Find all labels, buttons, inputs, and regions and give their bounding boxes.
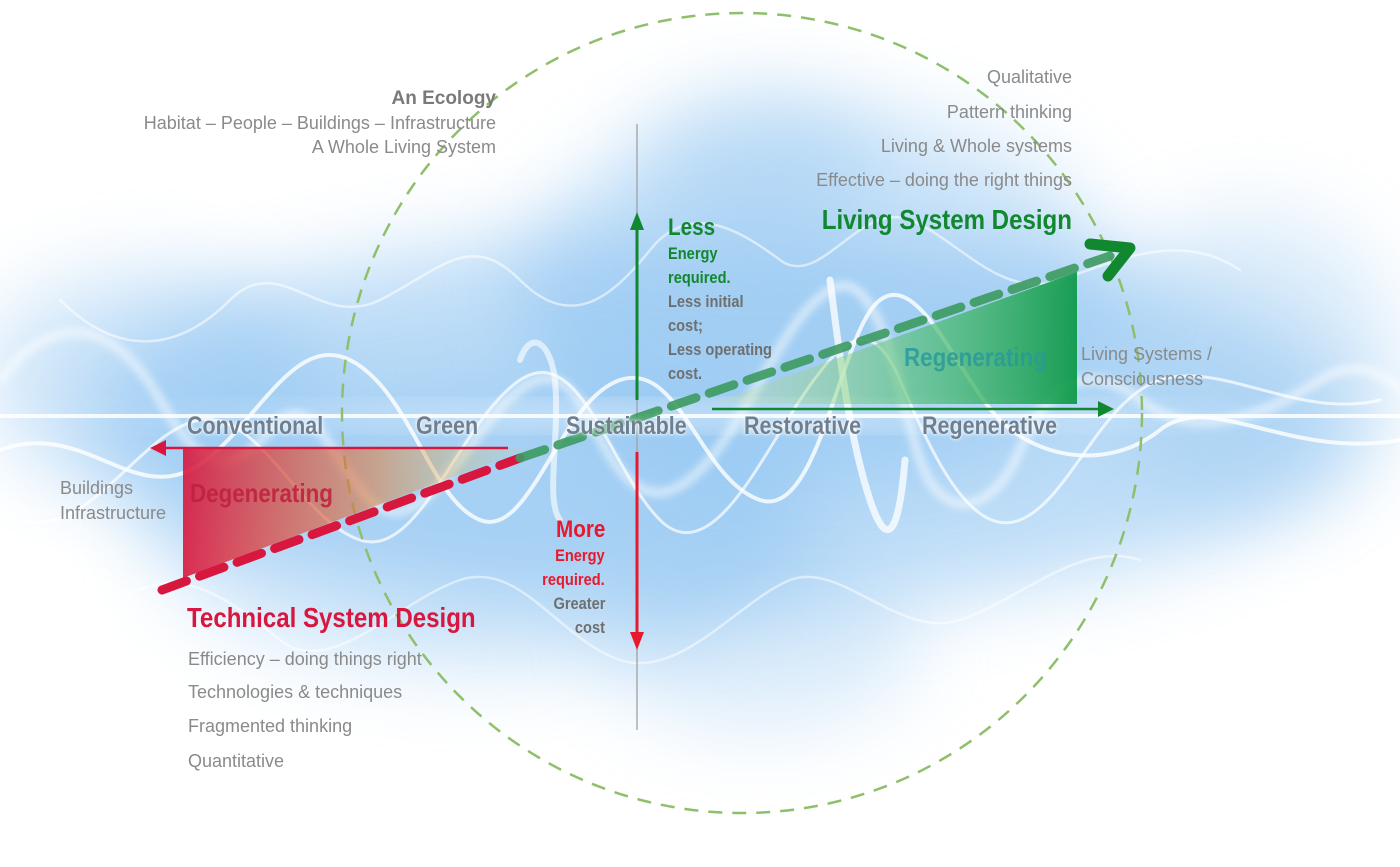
ecology-block: An Ecology Habitat – People – Buildings … [144, 87, 496, 159]
living-quality-3: Living & Whole systems [880, 136, 1072, 156]
scale-label-restorative: Restorative [744, 412, 862, 440]
technical-quality-1: Efficiency – doing things right [188, 649, 422, 669]
degenerating-wedge [183, 448, 530, 578]
regenerating-label: Regenerating [904, 342, 1047, 372]
less-line-5: Less operating [668, 340, 772, 359]
more-energy-arrow [630, 452, 644, 650]
less-line-4: cost; [668, 316, 703, 335]
less-title: Less [668, 214, 716, 241]
more-title: More [555, 516, 605, 543]
living-system-heading: Living System Design [821, 204, 1072, 235]
whole-system-circle [340, 11, 1144, 815]
technical-endpoint-line-1: Buildings [60, 478, 134, 498]
less-line-3: Less initial [668, 292, 744, 311]
scale-label-restorative-wrap: Restorative [744, 412, 880, 441]
ecology-line-2: A Whole Living System [311, 137, 496, 157]
scale-label-green-wrap: Green [416, 412, 488, 441]
regenerating-label-wrap: Regenerating [904, 342, 1070, 373]
less-line-1: Energy [668, 244, 718, 263]
more-line-2: required. [542, 570, 605, 589]
more-line-3: Greater [552, 594, 605, 613]
design-trajectory-arrow [157, 238, 1136, 595]
living-quality-2: Pattern thinking [946, 102, 1072, 122]
more-energy-note: More Energy required. Greater cost [532, 516, 605, 640]
scale-label-regenerative: Regenerative [922, 412, 1058, 440]
technical-quality-4: Quantitative [188, 751, 285, 771]
ecology-line-1: Habitat – People – Buildings – Infrastru… [143, 113, 496, 133]
degenerating-label-wrap: Degenerating [190, 478, 356, 509]
technical-endpoint: Buildings Infrastructure [60, 476, 166, 526]
scale-label-sustainable: Sustainable [566, 412, 687, 440]
technical-quality-2: Technologies & techniques [188, 682, 403, 702]
scale-label-conventional-wrap: Conventional [187, 412, 345, 441]
technical-quality-3: Fragmented thinking [188, 716, 353, 736]
less-line-6: cost. [668, 364, 703, 383]
more-line-4: cost [574, 618, 605, 637]
more-line-1: Energy [555, 546, 605, 565]
scale-label-green: Green [416, 412, 479, 440]
living-endpoint-line-1: Living Systems / [1081, 344, 1213, 364]
regenerating-wedge [710, 272, 1077, 404]
less-energy-arrow [630, 212, 644, 400]
less-line-2: required. [668, 268, 731, 287]
scale-label-sustainable-wrap: Sustainable [566, 412, 706, 441]
technical-system-heading: Technical System Design [187, 602, 476, 633]
living-endpoint: Living Systems / Consciousness [1081, 342, 1212, 392]
degenerating-arrow [150, 440, 508, 456]
living-quality-1: Qualitative [986, 67, 1072, 87]
ecology-title: An Ecology [391, 88, 496, 109]
scale-label-conventional: Conventional [187, 412, 324, 440]
regenerating-arrow [712, 401, 1114, 417]
technical-endpoint-line-2: Infrastructure [60, 503, 167, 523]
living-system-heading-wrap: Living System Design [781, 204, 1072, 236]
living-endpoint-line-2: Consciousness [1081, 369, 1204, 389]
less-energy-note: Less Energy required. Less initial cost;… [668, 214, 789, 386]
scale-label-regenerative-wrap: Regenerative [922, 412, 1079, 441]
technical-system-heading-wrap: Technical System Design [187, 602, 523, 634]
living-quality-4: Effective – doing the right things [816, 170, 1072, 190]
degenerating-label: Degenerating [190, 478, 333, 508]
